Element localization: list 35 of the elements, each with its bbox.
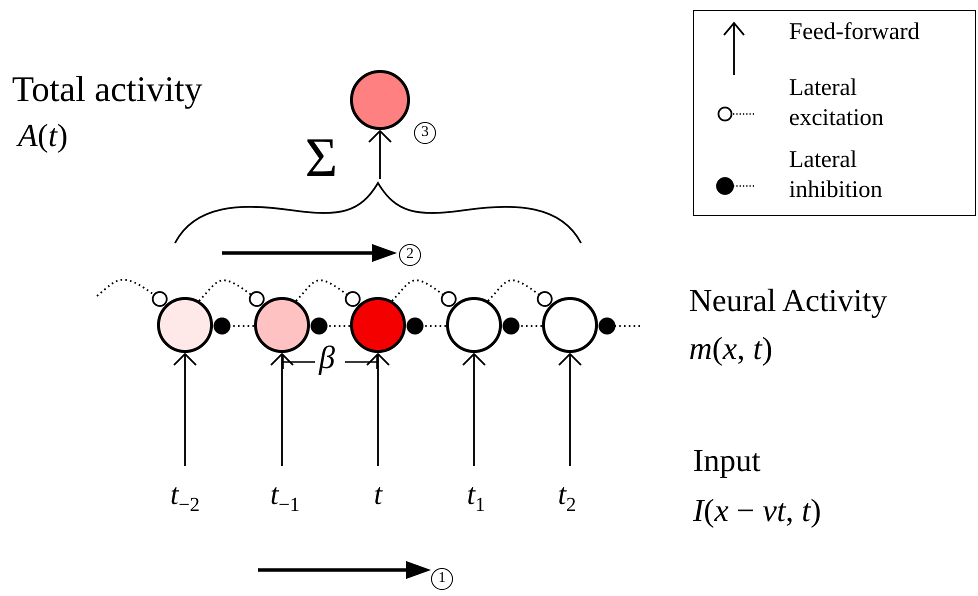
- excitation-connector: [295, 280, 361, 307]
- input-label: t$_{1}$: [466, 478, 486, 516]
- input-label: t: [374, 478, 382, 511]
- arrow: [366, 353, 390, 466]
- arrow: [368, 130, 392, 179]
- arrow: [558, 353, 582, 466]
- arrow: [270, 353, 294, 466]
- excitation-connector: [96, 278, 168, 307]
- inhibition-connector: [406, 318, 446, 334]
- excitation-connector: [391, 280, 457, 307]
- callout-number: 3: [414, 122, 436, 144]
- excitation-connector: [198, 280, 265, 307]
- input-label: t$_{2}$: [558, 478, 576, 516]
- math-label: A(t): [18, 118, 68, 154]
- inhibition-connector: [310, 318, 350, 334]
- caption-text: Σ: [305, 128, 338, 190]
- inhibition-connector: [214, 318, 254, 334]
- caption-text: Total activity: [12, 70, 202, 110]
- excitation-connector: [487, 280, 553, 307]
- math-label: m(x, t): [689, 331, 773, 366]
- arrow: [173, 353, 197, 466]
- inhibition-connector: [502, 318, 542, 334]
- arrow: [462, 353, 486, 466]
- callout-number: 1: [431, 568, 453, 590]
- legend-text: Feed-forward: [789, 18, 921, 47]
- caption-text: Neural Activity: [689, 283, 888, 318]
- input-label: t$_{−1}$: [270, 478, 300, 516]
- math-label: I(x − vt, t): [693, 493, 822, 528]
- inhibition-connector: [598, 318, 640, 334]
- caption-text: Input: [693, 443, 761, 478]
- callout-number: 2: [399, 244, 421, 266]
- legend-text: Lateral inhibition: [789, 146, 884, 205]
- dimension-label: β: [319, 340, 335, 376]
- input-label: t$_{−2}$: [170, 478, 200, 516]
- legend-text: Lateral excitation: [789, 74, 885, 133]
